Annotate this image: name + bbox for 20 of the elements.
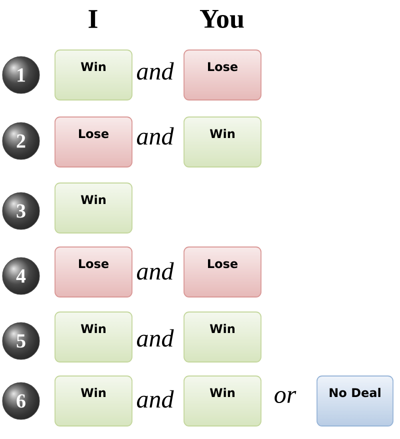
rounded-box: Lose [184,50,262,100]
rounded-box: Win [184,376,262,426]
conjunction-word: and [137,127,174,145]
conjunction-word: or [274,391,296,404]
rounded-box: Win [54,312,132,362]
rounded-box: Lose [184,246,262,298]
rounded-box: Win [54,50,132,100]
rounded-box: Win [54,182,132,234]
rounded-box: Win [184,312,262,362]
conjunction-word: and [137,62,174,80]
conjunction-word: and [137,390,174,408]
rounded-box: Lose [54,246,132,298]
conjunction-word: and [137,262,174,280]
rounded-box: Lose [54,116,132,168]
rounded-box: Win [184,116,262,168]
rounded-box: Win [54,376,132,426]
column-header: You [200,10,244,28]
conjunction-word: and [137,329,174,347]
column-header: I [88,10,98,28]
rounded-box: No Deal [316,376,394,426]
